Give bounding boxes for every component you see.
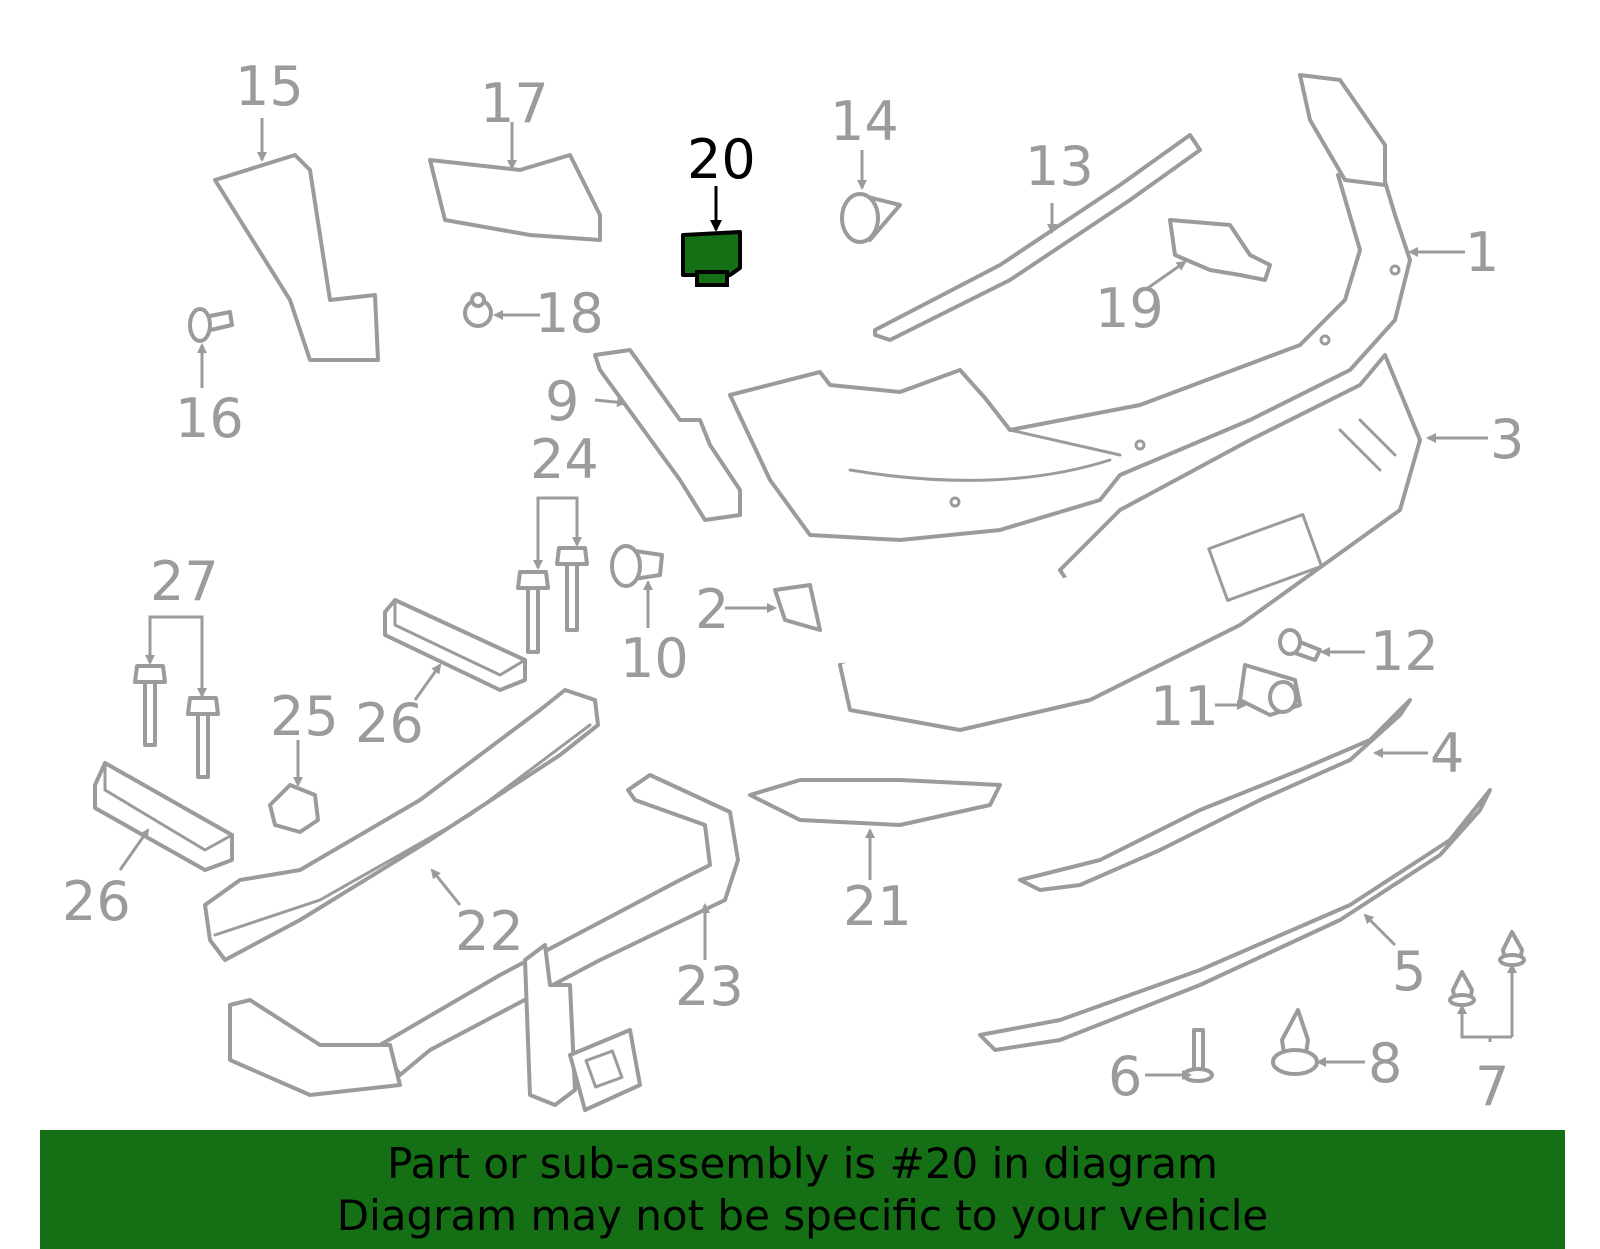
part-16-clip[interactable]: [188, 307, 234, 343]
leader-lines: [118, 118, 1517, 1080]
caption-line-1: Part or sub-assembly is #20 in diagram: [387, 1139, 1218, 1188]
part-18-nut[interactable]: [463, 292, 493, 328]
part-2-bracket[interactable]: [773, 583, 822, 632]
callout-12[interactable]: 12: [1370, 620, 1439, 683]
callout-27[interactable]: 27: [150, 550, 219, 613]
part-4-trim-strip[interactable]: [1018, 698, 1412, 892]
part-9-bracket[interactable]: [593, 348, 742, 522]
part-1-bumper-cover[interactable]: [728, 73, 1412, 542]
part-15-side-bracket[interactable]: [213, 153, 380, 362]
callout-20[interactable]: 20: [687, 128, 756, 191]
part-27-bolts[interactable]: [133, 664, 220, 779]
part-22-impact-bar[interactable]: [203, 688, 600, 962]
part-14-grommet-ring[interactable]: [840, 192, 880, 244]
part-7-clips[interactable]: [1448, 930, 1526, 1007]
callout-5[interactable]: 5: [1392, 940, 1426, 1003]
callout-4[interactable]: 4: [1430, 722, 1464, 785]
callout-8[interactable]: 8: [1368, 1032, 1402, 1095]
callout-3[interactable]: 3: [1490, 408, 1524, 471]
part-25-nut[interactable]: [268, 783, 320, 834]
callout-2[interactable]: 2: [695, 578, 729, 641]
part-11-sensor[interactable]: [1238, 663, 1302, 717]
callout-25[interactable]: 25: [270, 685, 339, 748]
part-26-bracket-lower[interactable]: [93, 761, 234, 872]
callout-15[interactable]: 15: [235, 55, 304, 118]
callout-14[interactable]: 14: [830, 90, 899, 153]
part-17-bracket[interactable]: [428, 153, 602, 242]
callout-26-lower[interactable]: 26: [62, 870, 131, 933]
callout-6[interactable]: 6: [1108, 1045, 1142, 1108]
callout-16[interactable]: 16: [175, 387, 244, 450]
part-8-clip[interactable]: [1271, 1008, 1319, 1076]
callout-21[interactable]: 21: [843, 875, 912, 938]
callout-17[interactable]: 17: [480, 72, 549, 135]
part-3-lower-bumper[interactable]: [838, 353, 1422, 732]
callout-24[interactable]: 24: [530, 428, 599, 491]
callout-numbers: 1 2 3 4 5 6 7 8 9 10 11 12 13 14 15 16 1…: [62, 55, 1524, 1118]
part-5-lower-trim[interactable]: [978, 788, 1492, 1052]
part-6-pin[interactable]: [1182, 1028, 1214, 1083]
callout-1[interactable]: 1: [1465, 221, 1499, 284]
part-24-bolts[interactable]: [516, 546, 589, 654]
callout-19[interactable]: 19: [1095, 277, 1164, 340]
callout-26-upper[interactable]: 26: [355, 692, 424, 755]
part-21-reflector[interactable]: [748, 778, 1002, 827]
callout-11[interactable]: 11: [1150, 675, 1219, 738]
callout-23[interactable]: 23: [675, 955, 744, 1018]
caption-line-2: Diagram may not be specific to your vehi…: [336, 1191, 1269, 1240]
caption-banner: Part or sub-assembly is #20 in diagram D…: [40, 1130, 1565, 1249]
part-20-highlighted[interactable]: [681, 230, 742, 287]
part-12-screw[interactable]: [1278, 628, 1322, 662]
callout-9[interactable]: 9: [545, 370, 579, 433]
part-13-reinforcement[interactable]: [873, 133, 1202, 342]
callout-10[interactable]: 10: [620, 627, 689, 690]
part-26-bracket-upper[interactable]: [383, 598, 527, 692]
callout-7[interactable]: 7: [1475, 1055, 1509, 1118]
callout-18[interactable]: 18: [535, 282, 604, 345]
callout-22[interactable]: 22: [455, 900, 524, 963]
part-10-grommet[interactable]: [610, 544, 664, 588]
callout-13[interactable]: 13: [1025, 135, 1094, 198]
part-23-tow-hitch[interactable]: [228, 773, 740, 1112]
part-19-sensor[interactable]: [1168, 218, 1272, 282]
